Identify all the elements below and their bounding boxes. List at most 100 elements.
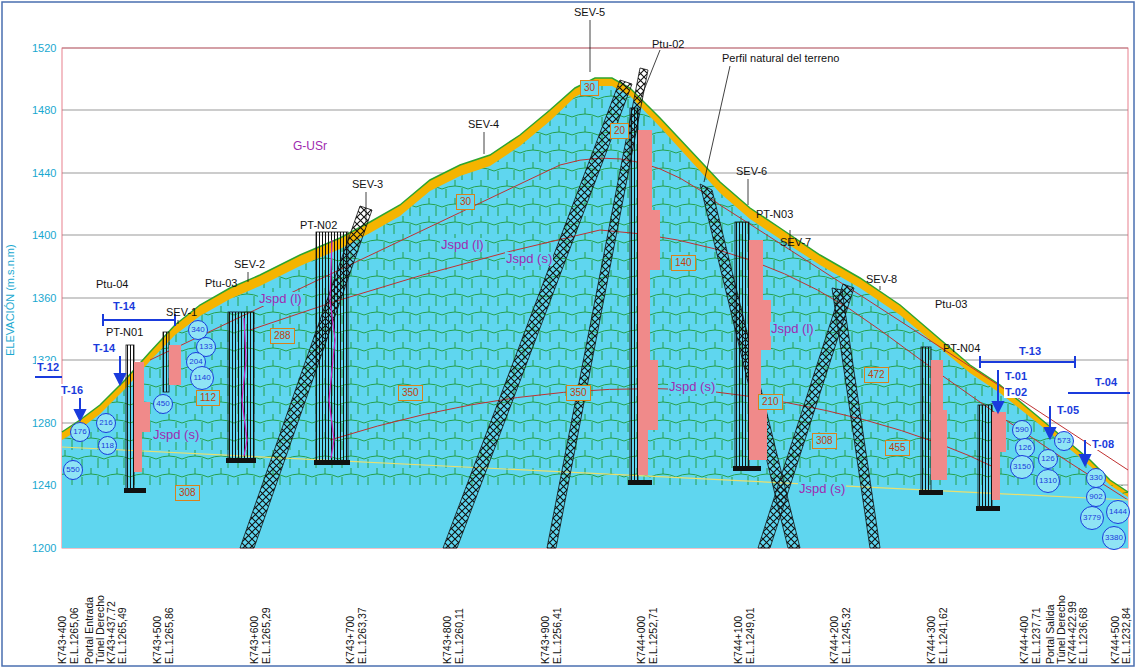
value-text: 450	[156, 400, 169, 408]
value-text: 204	[189, 358, 202, 366]
axis-number: 1360	[32, 292, 56, 304]
value-text: 573	[1057, 437, 1070, 445]
section-label: PT-N03	[756, 208, 793, 220]
section-label: T-13	[1018, 345, 1042, 357]
axis-number: 1200	[32, 542, 56, 554]
value-text: 3380	[1105, 534, 1123, 542]
section-label: Jspd (l)	[770, 322, 815, 336]
section-label: T-02	[1004, 386, 1028, 398]
axis-number: 1280	[32, 417, 56, 429]
value-text: 20	[614, 126, 625, 136]
station-label: E.L.1249,01	[745, 607, 756, 664]
station-label: E.L.1237,71	[1031, 607, 1042, 664]
station-label: E.L.1265,29	[261, 607, 272, 664]
section-label: Jspd (l)	[258, 292, 303, 306]
axis-number: 1480	[32, 104, 56, 116]
station-label: K744+000	[636, 616, 647, 664]
section-label: Ptu-04	[96, 278, 128, 290]
section-label: SEV-7	[780, 236, 811, 248]
section-label: Jspd (s)	[668, 380, 716, 394]
section-label: SEV-5	[574, 6, 605, 18]
section-label: PT-N01	[106, 326, 143, 338]
value-circle: 126	[1038, 449, 1058, 469]
station-label: E.L.1260,11	[454, 608, 465, 664]
section-label: T-14	[112, 300, 136, 312]
station-label: E.L.1265,86	[164, 607, 175, 664]
station-label: Portal Salida	[1045, 604, 1056, 664]
section-label: T-16	[60, 384, 84, 396]
value-circle: 590	[1012, 420, 1032, 440]
section-label: SEV-1	[166, 306, 197, 318]
value-text: 216	[99, 419, 112, 427]
value-circle: 1310	[1036, 469, 1060, 493]
station-label: K743+400	[57, 616, 68, 664]
station-label: K743+800	[442, 616, 453, 664]
station-label: K744+500	[1110, 616, 1121, 664]
value-text: 3779	[1083, 514, 1101, 522]
value-text: 455	[889, 443, 906, 453]
section-label: T-04	[1094, 376, 1118, 388]
value-text: 140	[675, 258, 692, 268]
section-label: SEV-4	[468, 118, 499, 130]
value-circle: 1444	[1106, 500, 1130, 524]
axis-number: 1240	[32, 479, 56, 491]
value-text: 30	[460, 197, 471, 207]
station-label: K743+437.72	[106, 601, 117, 664]
value-box: 308	[175, 485, 200, 501]
value-text: 133	[199, 343, 212, 351]
value-circle: 118	[98, 436, 117, 455]
value-text: 3150	[1013, 463, 1031, 471]
value-text: 472	[868, 370, 885, 380]
section-label: Ptu-03	[935, 298, 967, 310]
value-box: 140	[671, 255, 696, 271]
value-text: 350	[402, 388, 419, 398]
section-label: T-08	[1091, 438, 1115, 450]
section-label: Ptu-02	[652, 38, 684, 50]
station-label: E.L.1236,68	[1078, 607, 1089, 664]
station-label: K744+422.99	[1067, 601, 1078, 664]
value-circle: 450	[153, 394, 173, 414]
section-label: Jspd (l)	[440, 238, 485, 252]
station-label: E.L.1265,06	[69, 607, 80, 664]
value-text: 308	[816, 436, 833, 446]
station-label: K743+600	[249, 616, 260, 664]
section-label: T-01	[1004, 370, 1028, 382]
value-text: 350	[570, 388, 587, 398]
value-box: 20	[610, 123, 629, 139]
station-label: K744+100	[733, 616, 744, 664]
station-label: Túnel Derecho	[1056, 595, 1067, 664]
value-text: 126	[1018, 444, 1031, 452]
value-text: 1444	[1109, 508, 1127, 516]
value-circle: 3779	[1080, 506, 1104, 530]
section-label: SEV-3	[352, 178, 383, 190]
station-label: E.L.1256,41	[552, 607, 563, 664]
section-label: Jspd (s)	[798, 482, 846, 496]
station-label: E.L.1245,32	[841, 607, 852, 664]
section-label: T-14	[92, 342, 116, 354]
section-label: ELEVACIÓN (m.s.n.m)	[4, 244, 16, 356]
value-text: 288	[274, 331, 291, 341]
value-circle: 216	[96, 413, 116, 433]
value-text: 30	[584, 83, 595, 93]
value-box: 210	[758, 394, 783, 410]
value-box: 350	[566, 385, 591, 401]
value-text: 210	[762, 397, 779, 407]
station-label: K744+200	[829, 616, 840, 664]
section-label: Perfil natural del terreno	[722, 52, 839, 64]
value-box: 288	[270, 328, 295, 344]
value-text: 1140	[193, 374, 210, 382]
section-label: T-12	[36, 361, 60, 373]
value-box: 112	[196, 390, 220, 406]
station-label: Portal Entrada	[84, 597, 95, 664]
station-label: K744+300	[926, 616, 937, 664]
station-label: E.L.1265,49	[117, 607, 128, 664]
value-text: 1310	[1039, 477, 1057, 485]
section-label: T-05	[1056, 404, 1080, 416]
value-text: 340	[191, 326, 204, 334]
value-text: 112	[200, 393, 216, 403]
section-label: SEV-2	[234, 258, 265, 270]
axis-number: 1400	[32, 229, 56, 241]
station-label: E.L.1241,62	[938, 607, 949, 664]
